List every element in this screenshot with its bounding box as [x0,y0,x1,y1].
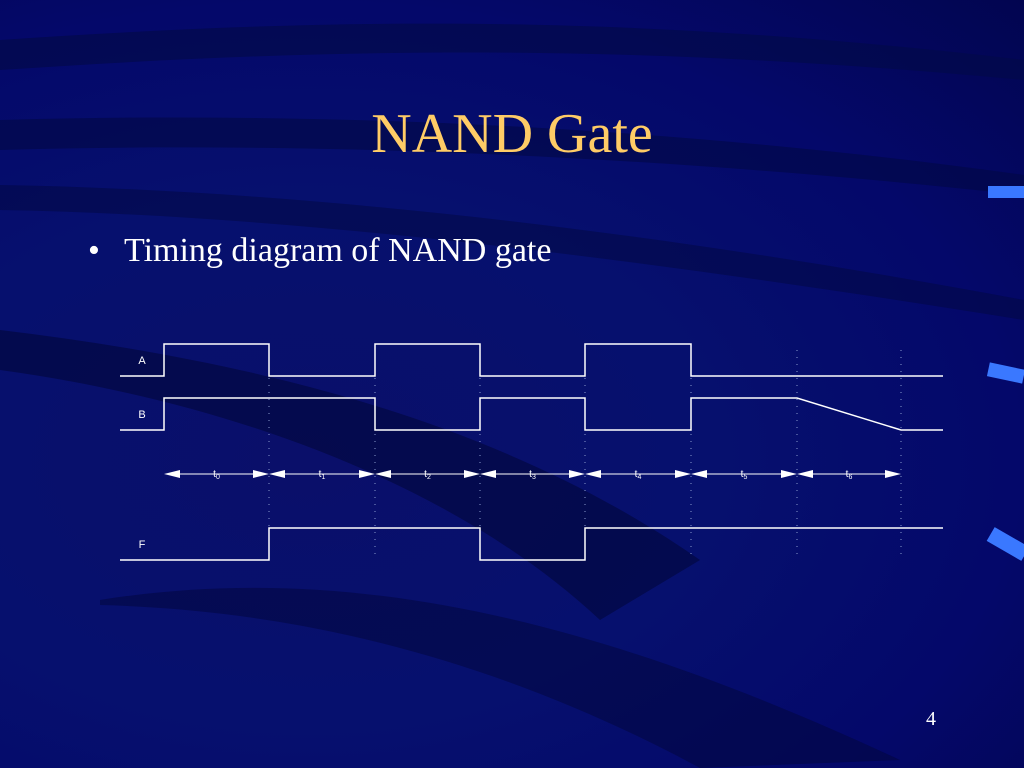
arrowhead-right-icon [781,470,797,478]
arrowhead-left-icon [269,470,285,478]
interval-label: t1 [319,469,326,481]
signal-label-B: B [138,409,145,421]
arrowhead-left-icon [164,470,180,478]
arrowhead-right-icon [253,470,269,478]
arrowhead-left-icon [375,470,391,478]
interval-label: t6 [846,469,853,481]
accent-bar [988,186,1024,198]
arrowhead-left-icon [691,470,707,478]
arrowhead-right-icon [464,470,480,478]
arrowhead-left-icon [797,470,813,478]
interval-label: t5 [741,469,748,481]
page-number: 4 [926,708,936,730]
bullet-item: • Timing diagram of NAND gate [88,232,551,270]
signal-label-A: A [138,355,146,367]
arrowhead-right-icon [359,470,375,478]
slide-title: NAND Gate [371,103,653,165]
arrowhead-left-icon [480,470,496,478]
waveform-F [120,527,943,561]
interval-label: t3 [529,469,536,481]
interval-label: t2 [424,469,431,481]
waveform-B [120,397,943,431]
bullet-dot: • [88,232,100,269]
signal-label-F: F [139,539,146,551]
interval-label: t4 [635,469,642,481]
arrowhead-right-icon [885,470,901,478]
arrowhead-left-icon [585,470,601,478]
waveform-A [120,343,943,377]
interval-label: t0 [213,469,220,481]
bullet-text: Timing diagram of NAND gate [124,232,552,269]
arrowhead-right-icon [675,470,691,478]
arrowhead-right-icon [569,470,585,478]
